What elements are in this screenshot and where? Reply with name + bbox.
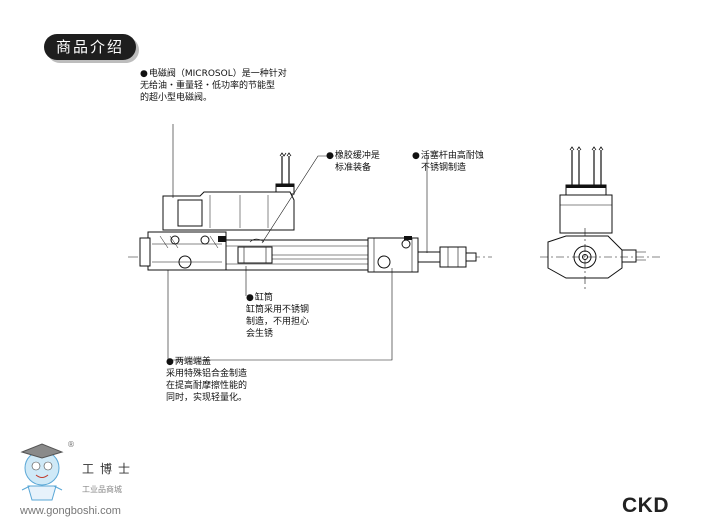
ckd-logo: CKD xyxy=(622,494,669,517)
note-solenoid-valve: ●电磁阀（MICROSOL）是一种针对 无给油・重量轻・低功率的节能型 的超小型… xyxy=(140,69,287,103)
note-rubber-cushion: ●橡胶缓冲是 标准装备 xyxy=(326,151,380,173)
site-url[interactable]: www.gongboshi.com xyxy=(20,505,121,517)
note-piston-rod: ●活塞杆由高耐蚀 不锈钢制造 xyxy=(412,151,484,173)
registered-mark: ® xyxy=(67,440,75,449)
note-cylinder-barrel: ●缸筒 缸筒采用不锈钢 制造，不用担心 会生锈 xyxy=(246,293,310,339)
brand-subtitle: 工业品商城 xyxy=(82,485,122,494)
brand-name: 工博士 xyxy=(82,462,137,476)
section-title-badge: 商品介绍 xyxy=(44,34,136,60)
note-end-cover: ●两端端盖 采用特殊铝合金制造 在提高耐摩擦性能的 同时，实现轻量化。 xyxy=(166,357,248,403)
